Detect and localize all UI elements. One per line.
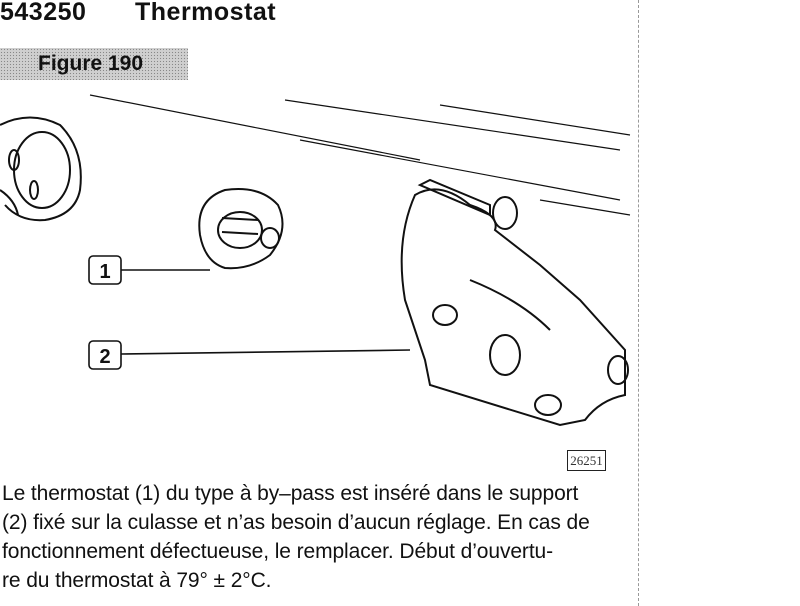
body-line: (2) fixé sur la culasse et n’as besoin d… — [2, 511, 590, 534]
callout-2 — [88, 340, 411, 370]
callout-1 — [88, 255, 210, 285]
section-number: 543250 — [0, 0, 87, 26]
figure-label: Figure 190 — [0, 48, 188, 80]
figure-reference-number: 26251 — [567, 450, 606, 471]
callout-1-label: 1 — [99, 261, 110, 283]
callout-2-label: 2 — [99, 346, 110, 368]
left-housing-part — [0, 116, 82, 222]
body-line: re du thermostat à 79° ± 2°C. — [2, 569, 272, 592]
thermostat-support-housing — [400, 178, 629, 427]
column-divider — [638, 0, 639, 606]
body-paragraph: Le thermostat (1) du type à by–pass est … — [2, 479, 590, 595]
section-heading: 543250 Thermostat — [0, 0, 276, 27]
background-lines — [89, 94, 631, 216]
body-line: Le thermostat (1) du type à by–pass est … — [2, 482, 579, 505]
section-title: Thermostat — [135, 0, 277, 26]
thermostat-illustration: 1 2 — [0, 94, 631, 427]
thermostat-part — [198, 188, 284, 270]
body-line: fonctionnement défectueuse, le remplacer… — [2, 540, 554, 563]
